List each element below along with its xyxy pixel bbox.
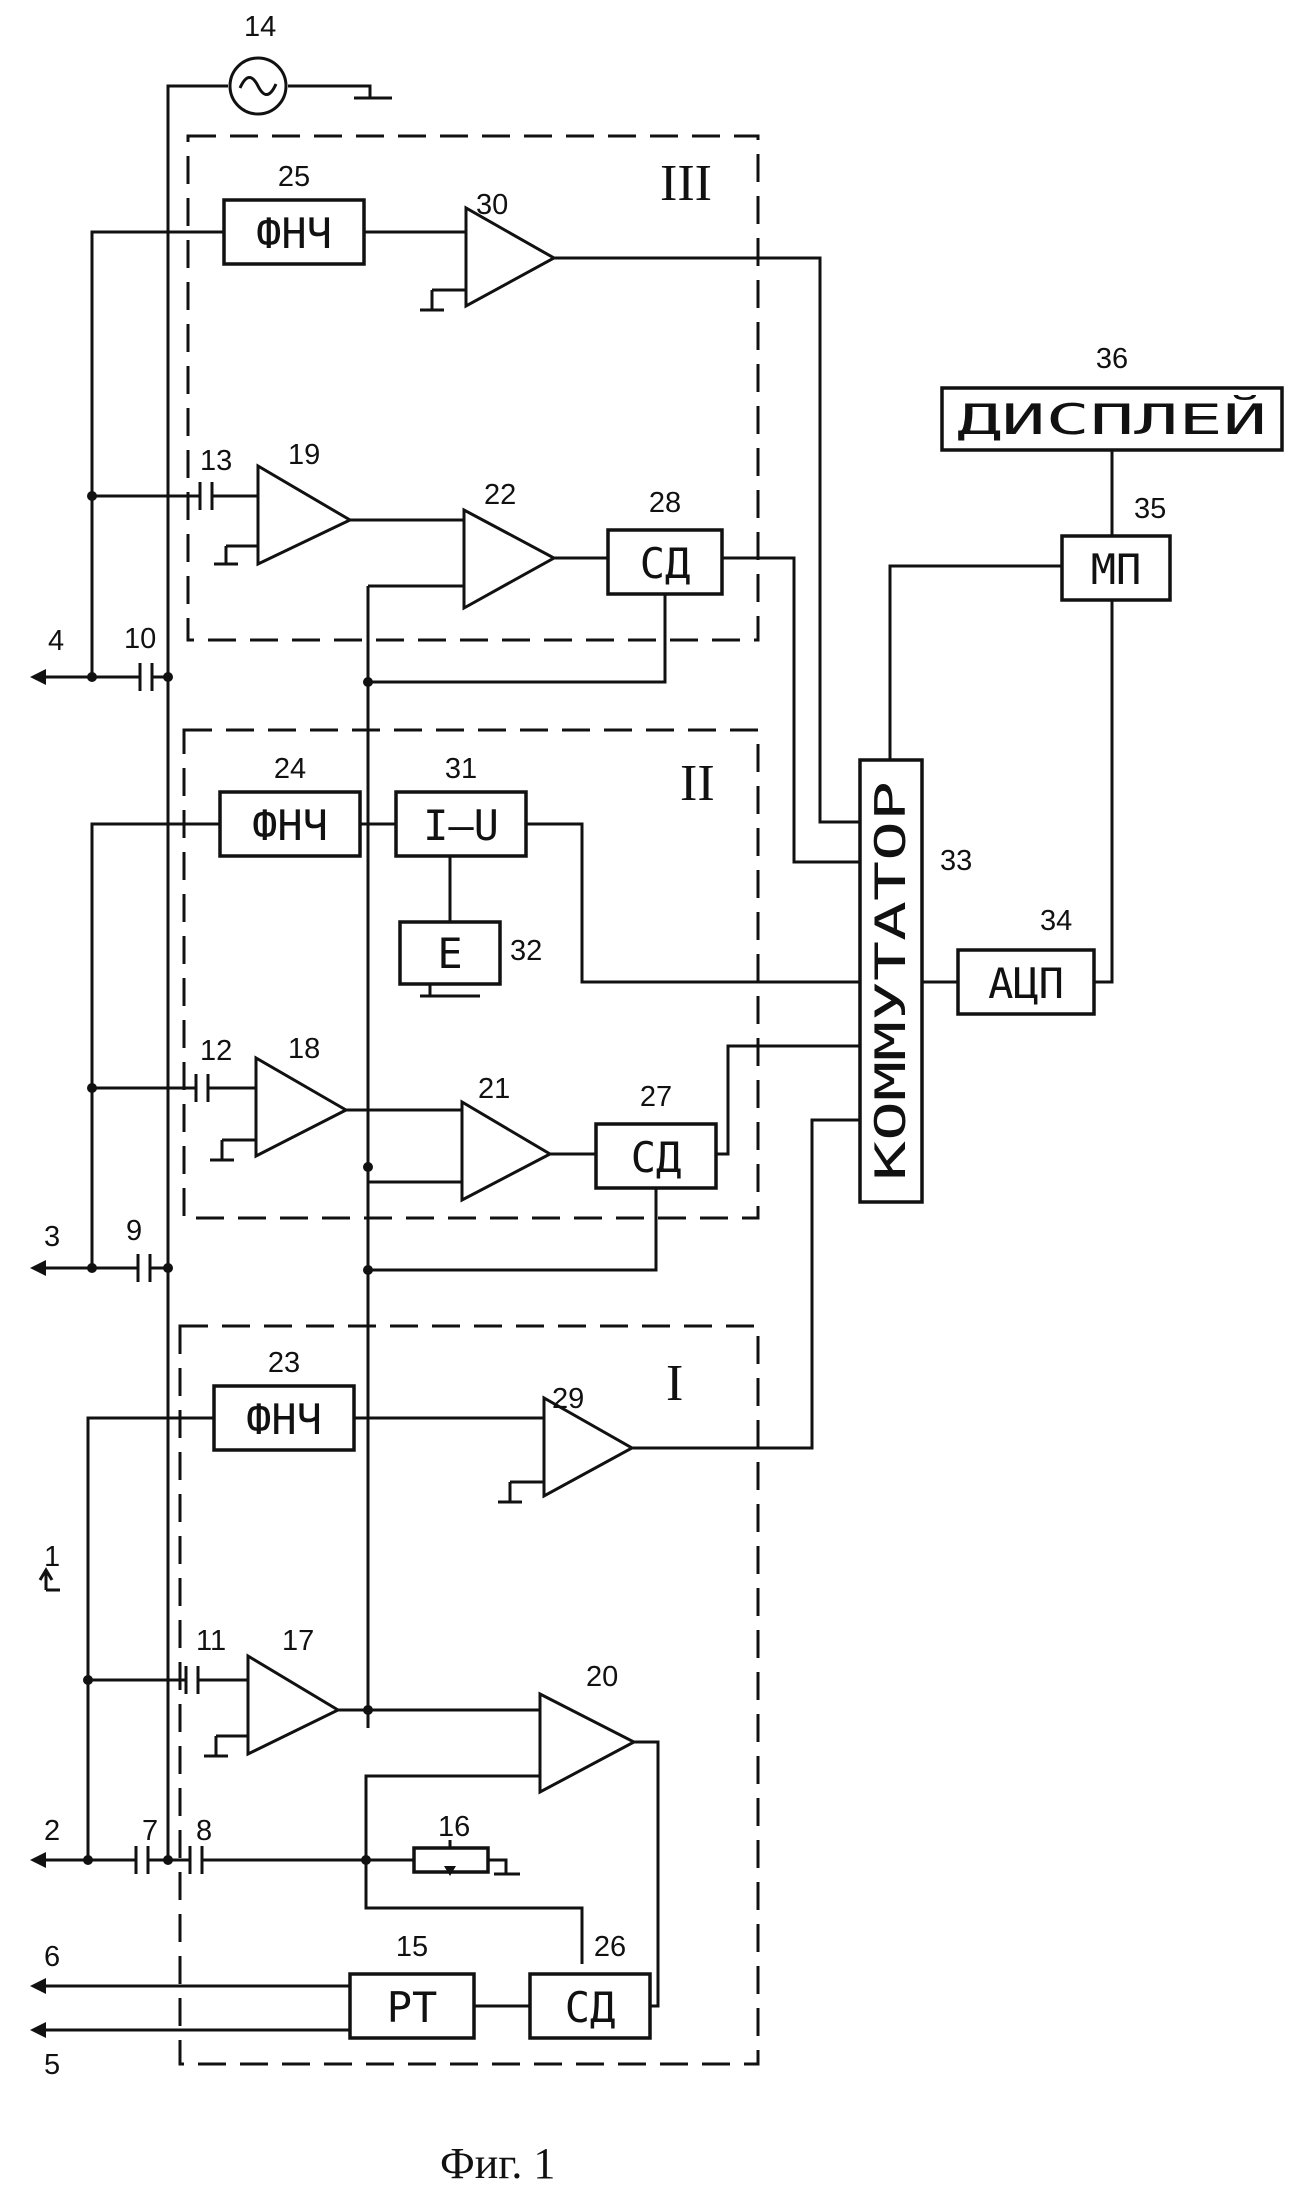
svg-text:ФНЧ: ФНЧ <box>256 209 332 258</box>
amp-19 <box>258 466 350 564</box>
svg-text:19: 19 <box>288 439 320 471</box>
svg-text:I–U: I–U <box>423 801 499 850</box>
svg-text:17: 17 <box>282 1625 314 1657</box>
module-II-label: II <box>680 755 715 812</box>
display-label: ДИСПЛЕЙ <box>957 394 1267 444</box>
svg-text:8: 8 <box>196 1815 212 1847</box>
amp-21 <box>462 1102 550 1200</box>
ref-14: 14 <box>244 11 276 43</box>
svg-text:35: 35 <box>1134 493 1166 525</box>
terminal-3: 3 <box>44 1221 60 1253</box>
svg-text:ФНЧ: ФНЧ <box>252 801 328 850</box>
amp-22 <box>464 510 554 608</box>
terminal-4: 4 <box>48 625 64 657</box>
svg-text:31: 31 <box>445 753 477 785</box>
module-III-label: III <box>660 155 712 212</box>
svg-text:АЦП: АЦП <box>988 959 1064 1008</box>
amp-18 <box>256 1058 346 1156</box>
svg-text:20: 20 <box>586 1661 618 1693</box>
svg-text:29: 29 <box>552 1383 584 1415</box>
svg-text:СД: СД <box>640 539 691 588</box>
svg-text:10: 10 <box>124 623 156 655</box>
terminal-2: 2 <box>44 1815 60 1847</box>
figure-caption: Фиг. 1 <box>440 2139 555 2188</box>
terminal-5: 5 <box>44 2049 60 2081</box>
svg-text:18: 18 <box>288 1033 320 1065</box>
svg-text:МП: МП <box>1091 545 1142 594</box>
svg-text:9: 9 <box>126 1215 142 1247</box>
svg-text:27: 27 <box>640 1081 672 1113</box>
terminal-6: 6 <box>44 1941 60 1973</box>
svg-text:СД: СД <box>631 1133 682 1182</box>
generator-bus <box>168 86 370 1860</box>
amp-17 <box>248 1656 338 1754</box>
svg-text:15: 15 <box>396 1931 428 1963</box>
svg-text:25: 25 <box>278 161 310 193</box>
svg-text:32: 32 <box>510 935 542 967</box>
module-I-label: I <box>666 1355 683 1412</box>
svg-text:ФНЧ: ФНЧ <box>246 1395 322 1444</box>
svg-text:23: 23 <box>268 1347 300 1379</box>
svg-text:30: 30 <box>476 189 508 221</box>
svg-text:28: 28 <box>649 487 681 519</box>
svg-text:7: 7 <box>142 1815 158 1847</box>
svg-text:22: 22 <box>484 479 516 511</box>
svg-text:РТ: РТ <box>387 1983 438 2032</box>
svg-text:26: 26 <box>594 1931 626 1963</box>
svg-text:11: 11 <box>196 1625 226 1657</box>
svg-text:СД: СД <box>565 1983 616 2032</box>
svg-text:16: 16 <box>438 1811 470 1843</box>
svg-text:21: 21 <box>478 1073 510 1105</box>
amp-30 <box>466 208 554 306</box>
svg-text:33: 33 <box>940 845 972 877</box>
svg-text:34: 34 <box>1040 905 1072 937</box>
svg-text:13: 13 <box>200 445 232 477</box>
svg-text:12: 12 <box>200 1035 232 1067</box>
svg-text:E: E <box>437 929 462 978</box>
svg-text:36: 36 <box>1096 343 1128 375</box>
amp-20 <box>540 1694 634 1792</box>
commutator-label: КОММУТАТОР <box>866 781 915 1181</box>
svg-text:24: 24 <box>274 753 306 785</box>
